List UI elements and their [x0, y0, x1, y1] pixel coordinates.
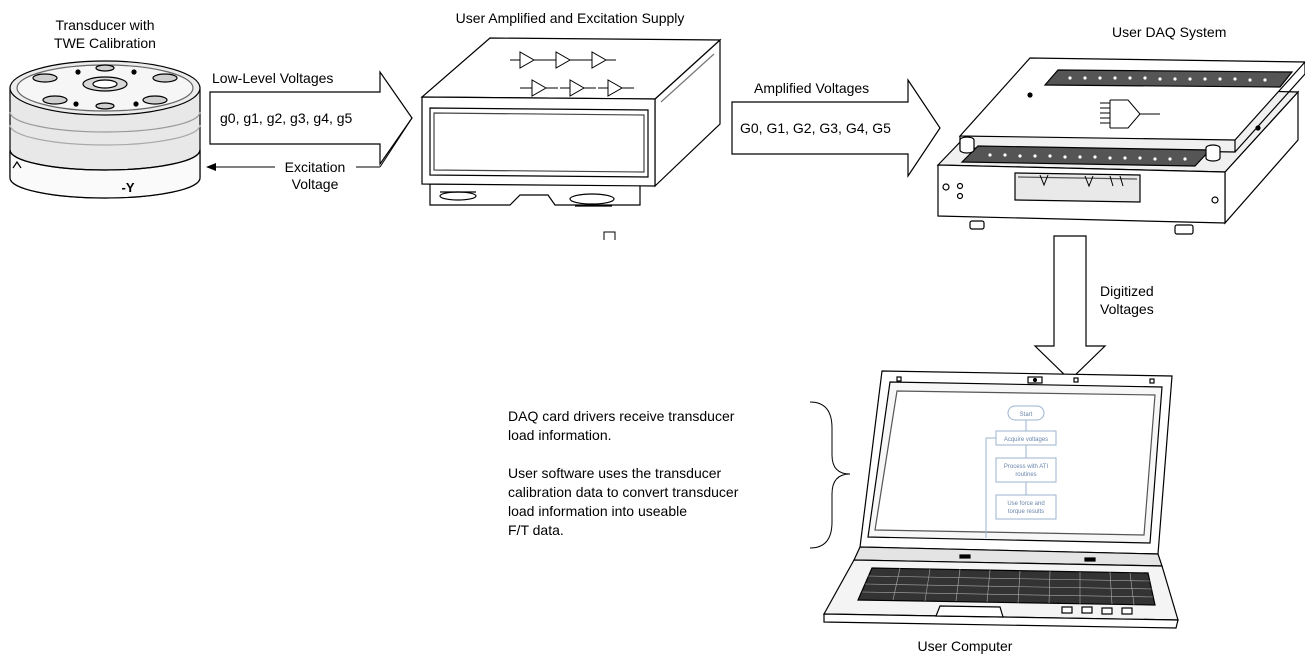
excitation-label-line2: Voltage	[291, 176, 339, 192]
note-line-5: load information into useable	[508, 503, 688, 519]
amplifier-title: User Amplified and Excitation Supply	[455, 10, 685, 26]
excitation-label-line1: Excitation	[284, 159, 346, 175]
flow-step-process-a: Process with ATI	[1004, 464, 1049, 470]
amplifier-illustration	[420, 37, 722, 240]
transducer-illustration	[9, 60, 201, 199]
note-line-1: DAQ card drivers receive transducer	[508, 408, 735, 424]
daq-title: User DAQ System	[1112, 24, 1227, 40]
amplified-voltages-label: Amplified Voltages	[754, 80, 870, 96]
low-level-voltages-label: Low-Level Voltages	[212, 70, 334, 86]
flow-step-use-b: torque results	[1008, 509, 1044, 515]
daq-illustration	[936, 57, 1305, 235]
flow-step-use-a: Use force and	[1007, 501, 1044, 507]
flow-start: Start	[1020, 412, 1033, 418]
digitized-voltages-arrow	[1033, 235, 1107, 381]
flow-step-process-b: routines	[1015, 472, 1036, 478]
amplified-channels: G0, G1, G2, G3, G4, G5	[740, 120, 891, 136]
flow-step-acquire: Acquire voltages	[1004, 437, 1048, 443]
notes-brace	[809, 401, 851, 549]
excitation-voltage-arrow	[206, 117, 413, 171]
digitized-label-line1: Digitized	[1100, 283, 1154, 299]
note-line-4: calibration data to convert transducer	[508, 484, 739, 500]
computer-title: User Computer	[917, 638, 1013, 654]
note-line-3: User software uses the transducer	[508, 465, 722, 481]
note-line-2: load information.	[508, 427, 612, 443]
amplified-voltages-arrow	[731, 78, 941, 178]
transducer-title-line1: Transducer with	[55, 17, 155, 33]
digitized-label-line2: Voltages	[1100, 301, 1154, 317]
transducer-title-line2: TWE Calibration	[54, 35, 156, 51]
low-level-channels: g0, g1, g2, g3, g4, g5	[220, 110, 353, 126]
screen-flowchart	[985, 405, 1057, 538]
transducer-axis-label: -Y	[122, 180, 135, 195]
low-level-voltages-arrow	[209, 70, 413, 166]
note-line-6: F/T data.	[508, 522, 564, 538]
